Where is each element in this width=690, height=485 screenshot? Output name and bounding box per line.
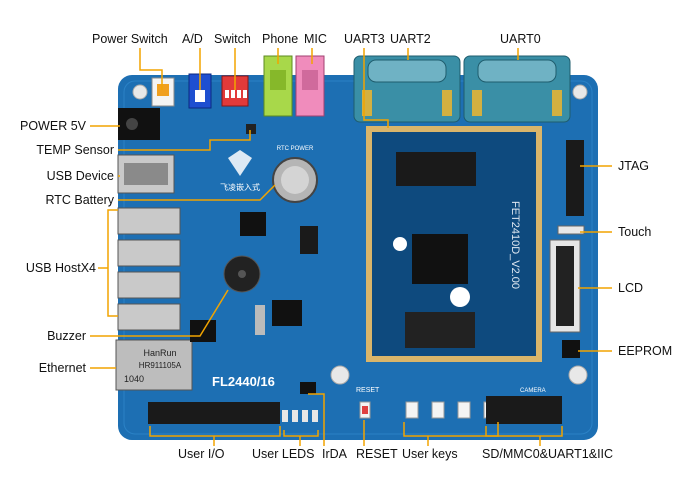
core-module-text: FET2410D_V2.00 bbox=[509, 201, 521, 289]
eth-part-text: HR911105A bbox=[139, 361, 182, 370]
ic-chip bbox=[240, 212, 266, 236]
mic-jack-part bbox=[295, 55, 325, 117]
user-io-header-part bbox=[148, 402, 280, 424]
user-key bbox=[457, 401, 471, 419]
usb-host-port bbox=[117, 303, 181, 331]
power-jack-part bbox=[118, 108, 160, 140]
user-key bbox=[431, 401, 445, 419]
eeprom-part bbox=[562, 340, 580, 358]
label-ad: A/D bbox=[182, 32, 203, 46]
label-user-leds: User LEDS bbox=[252, 447, 315, 461]
label-jtag: JTAG bbox=[618, 159, 650, 173]
label-rtc-battery: RTC Battery bbox=[45, 193, 114, 207]
brand-logo bbox=[228, 150, 252, 176]
user-key bbox=[405, 401, 419, 419]
touch-connector-part bbox=[557, 225, 585, 235]
usb-host-port bbox=[117, 239, 181, 267]
ethernet-jack-part bbox=[115, 339, 193, 391]
user-led bbox=[302, 410, 308, 422]
reset-silk-text: RESET bbox=[356, 387, 380, 394]
label-mic: MIC bbox=[304, 32, 327, 46]
module-passives bbox=[396, 152, 476, 186]
ic-chip bbox=[300, 226, 318, 254]
mount-hole bbox=[572, 84, 588, 100]
camera-silk-text: CAMERA bbox=[520, 388, 546, 394]
sdram-chip bbox=[405, 312, 475, 348]
crystal bbox=[255, 305, 265, 335]
label-irda: IrDA bbox=[322, 447, 347, 461]
sd-mmc-header-part bbox=[486, 396, 562, 424]
label-touch: Touch bbox=[618, 225, 652, 239]
label-usb-device: USB Device bbox=[46, 169, 114, 183]
user-led bbox=[312, 410, 318, 422]
mount-hole bbox=[568, 365, 588, 385]
board-model-text: FL2440/16 bbox=[212, 374, 275, 389]
label-phone: Phone bbox=[262, 32, 299, 46]
user-led bbox=[282, 410, 288, 422]
callout-lines bbox=[90, 48, 612, 446]
eth-chip-text: HanRun bbox=[143, 348, 176, 358]
label-eeprom: EEPROM bbox=[618, 344, 673, 358]
usb-host-port bbox=[117, 207, 181, 235]
label-uart2: UART2 bbox=[390, 32, 431, 46]
label-reset: RESET bbox=[356, 447, 398, 461]
label-usb-hostx4: USB HostX4 bbox=[25, 261, 96, 275]
label-power-switch: Power Switch bbox=[92, 32, 168, 46]
ic-chip bbox=[272, 300, 302, 326]
label-lcd: LCD bbox=[618, 281, 644, 295]
usb-host-port bbox=[117, 271, 181, 299]
eth-code-text: 1040 bbox=[124, 374, 144, 384]
label-user-keys: User keys bbox=[402, 447, 458, 461]
mount-hole bbox=[330, 365, 350, 385]
irda-part bbox=[300, 382, 316, 394]
label-uart0: UART0 bbox=[500, 32, 541, 46]
rtc-silk-text: RTC POWER bbox=[277, 146, 314, 152]
mount-hole bbox=[132, 84, 148, 100]
label-power-5v: POWER 5V bbox=[20, 119, 86, 133]
label-temp-sensor: TEMP Sensor bbox=[36, 143, 114, 157]
temp-sensor-part bbox=[246, 124, 256, 134]
label-sd-mmc: SD/MMC0&UART1&IIC bbox=[482, 447, 614, 461]
jtag-header-part bbox=[566, 140, 584, 216]
label-ethernet: Ethernet bbox=[38, 361, 86, 375]
cpu-chip bbox=[412, 234, 468, 284]
brand-text: 飞凌嵌入式 bbox=[220, 182, 260, 192]
label-user-io: User I/O bbox=[178, 447, 225, 461]
user-led bbox=[292, 410, 298, 422]
label-buzzer: Buzzer bbox=[47, 329, 86, 343]
label-uart3: UART3 bbox=[344, 32, 385, 46]
label-switch: Switch bbox=[214, 32, 251, 46]
